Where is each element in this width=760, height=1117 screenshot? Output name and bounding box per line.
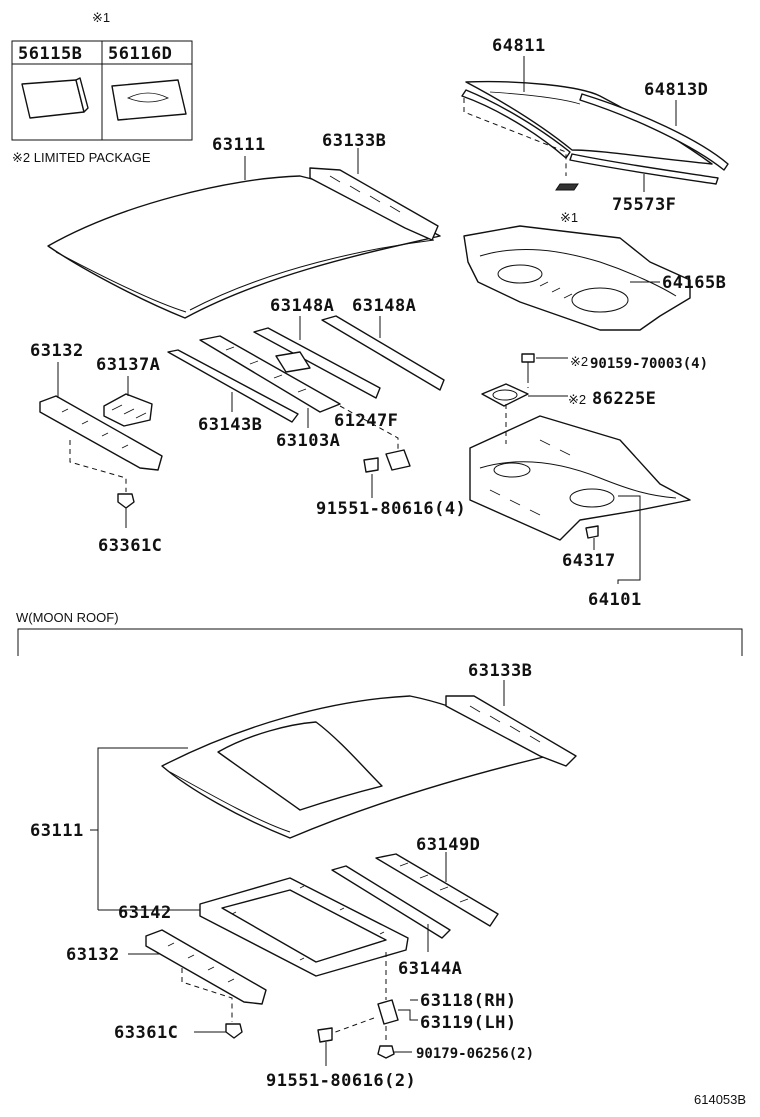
drawing-number: 614053B [694, 1092, 746, 1107]
label-64317: 64317 [562, 551, 616, 571]
label-63119-lh: 63119(LH) [420, 1013, 517, 1033]
label-63361c-bot: 63361C [114, 1023, 178, 1043]
label-75573f: 75573F [612, 195, 676, 215]
label-63118-rh: 63118(RH) [420, 991, 517, 1011]
section-bracket [17, 628, 743, 656]
package-tray-panel [469, 415, 691, 541]
roof-header-panel [199, 335, 341, 413]
window-molding [569, 93, 729, 185]
emblem-plate-right [111, 79, 187, 121]
nut-90179 [377, 1045, 395, 1059]
label-64813d: 64813D [644, 80, 708, 100]
label-63133b-top: 63133B [322, 131, 386, 151]
rear-rail-top [309, 167, 439, 241]
header-reinforcement [103, 393, 153, 427]
clip-63361c-bot [225, 1023, 243, 1039]
label-64811: 64811 [492, 36, 546, 56]
roof-bow-d [375, 853, 499, 927]
label-63361c-top: 63361C [98, 536, 162, 556]
label-90179-06256-2: 90179-06256(2) [416, 1046, 534, 1062]
clip-64317 [585, 525, 599, 539]
label-64165b: 64165B [662, 273, 726, 293]
label-63148a-b: 63148A [352, 296, 416, 316]
label-91551-80616-4: 91551-80616(4) [316, 499, 466, 519]
rear-rail-bot [445, 695, 577, 767]
roof-panel-top [47, 175, 441, 319]
label-63132-top: 63132 [30, 341, 84, 361]
roof-side-rail [167, 349, 299, 423]
mark-2-b: ※2 [568, 392, 586, 407]
label-56116d: 56116D [108, 44, 172, 64]
bolt-90159 [521, 353, 535, 378]
front-header-panel-bot [145, 929, 267, 1005]
bracket-61247f [385, 449, 411, 471]
label-63103a: 63103A [276, 431, 340, 451]
emblem-plate-left [21, 77, 89, 119]
label-63132-bot: 63132 [66, 945, 120, 965]
label-91551-80616-2: 91551-80616(2) [266, 1071, 416, 1091]
speaker-86225e [481, 383, 529, 407]
bracket-63118 [377, 999, 399, 1025]
roof-panel-moon [161, 695, 557, 839]
label-63142: 63142 [118, 903, 172, 923]
label-63133b-bot: 63133B [468, 661, 532, 681]
label-63148a-a: 63148A [270, 296, 334, 316]
label-90159-70003-4: 90159-70003(4) [590, 356, 708, 372]
roof-bow-a [253, 327, 381, 399]
front-header-panel-top [39, 395, 163, 471]
mark-1: ※1 [560, 210, 578, 225]
label-63144a: 63144A [398, 959, 462, 979]
label-86225e: 86225E [592, 389, 656, 409]
limited-package-note: ※2 LIMITED PACKAGE [12, 150, 151, 165]
label-56115b: 56115B [18, 44, 82, 64]
label-63143b: 63143B [198, 415, 262, 435]
sunroof-reinforcement-frame [199, 877, 409, 977]
box-note-mark: ※1 [92, 10, 110, 25]
mark-2-a: ※2 [570, 354, 588, 369]
bolt-91551 [363, 457, 379, 473]
section-label-moon-roof: W(MOON ROOF) [16, 610, 119, 625]
clip-63361c-top [117, 493, 135, 509]
bolt-91551-bot [317, 1027, 333, 1043]
label-61247f: 61247F [334, 411, 398, 431]
label-64101: 64101 [588, 590, 642, 610]
label-63111-bot: 63111 [30, 821, 84, 841]
label-63111-top: 63111 [212, 135, 266, 155]
emblem-box: ※1 56115B 56116D ※2 LIMITED PACKAGE [11, 10, 193, 165]
label-63149d: 63149D [416, 835, 480, 855]
label-63137a: 63137A [96, 355, 160, 375]
package-tray-trim [463, 225, 691, 331]
roof-bow-b [321, 315, 445, 391]
roof-bow-144a [331, 865, 451, 939]
